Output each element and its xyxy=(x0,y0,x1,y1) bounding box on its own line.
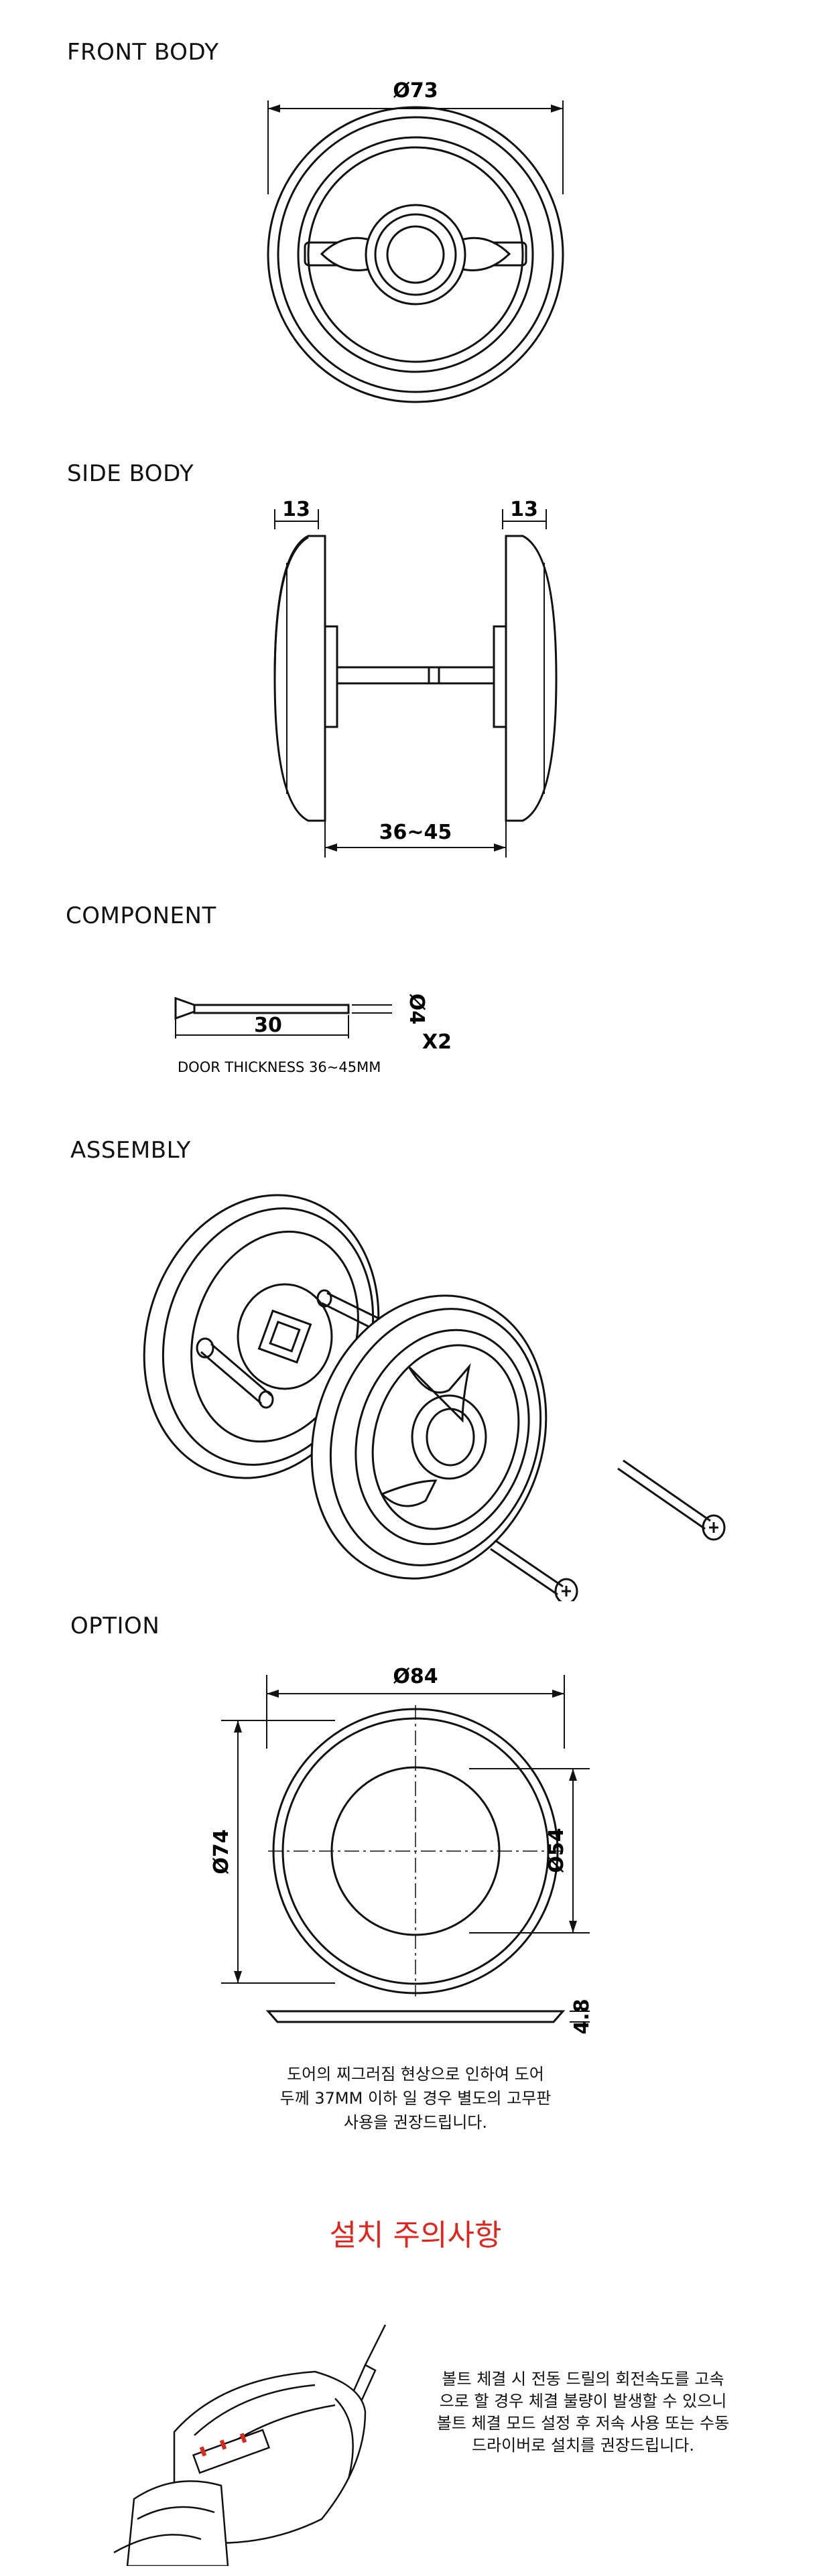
component-drawing: 30 Ø4 X2 DOOR THICKNESS 36~45MM xyxy=(174,994,452,1075)
assembly-title: ASSEMBLY xyxy=(70,1137,191,1164)
component-caption: DOOR THICKNESS 36~45MM xyxy=(178,1059,381,1075)
option-note-line: 도어의 찌그러짐 현상으로 인하여 도어 xyxy=(287,2065,544,2084)
option-note-line: 사용을 권장드립니다. xyxy=(344,2113,487,2132)
caution-text: 볼트 체결 시 전동 드릴의 회전속도를 고속 으로 할 경우 체결 불량이 발… xyxy=(402,2368,764,2457)
option-title: OPTION xyxy=(70,1613,160,1639)
option-thickness-dim: 4.8 xyxy=(570,1998,594,2034)
caution-title: 설치 주의사항 xyxy=(329,2218,502,2252)
caution-line: 드라이버로 설치를 권장드립니다. xyxy=(471,2436,694,2455)
component-diameter-label: Ø4 xyxy=(405,994,428,1024)
front-body-drawing: Ø73 xyxy=(267,79,564,403)
side-right-dim: 13 xyxy=(510,498,538,521)
option-height-dim: Ø74 xyxy=(210,1829,233,1874)
option-note: 도어의 찌그러짐 현상으로 인하여 도어 두께 37MM 이하 일 경우 별도의… xyxy=(228,2062,603,2134)
side-left-dim: 13 xyxy=(282,498,310,521)
side-body-title: SIDE BODY xyxy=(67,460,194,487)
caution-line: 볼트 체결 모드 설정 후 저속 사용 또는 수동 xyxy=(436,2414,730,2433)
assembly-drawing xyxy=(143,1194,726,1601)
component-title: COMPONENT xyxy=(66,902,216,929)
side-span-dim: 36~45 xyxy=(379,821,452,844)
component-quantity-label: X2 xyxy=(422,1030,452,1054)
caution-line: 으로 할 경우 체결 불량이 발생할 수 있으니 xyxy=(439,2392,727,2411)
front-body-title: FRONT BODY xyxy=(67,39,219,66)
option-outer-dim: Ø84 xyxy=(393,1665,438,1688)
front-diameter-label: Ø73 xyxy=(393,79,438,103)
side-body-drawing: 13 13 36~45 xyxy=(273,498,558,858)
caution-line: 볼트 체결 시 전동 드릴의 회전속도를 고속 xyxy=(442,2370,724,2388)
drill-illustration xyxy=(113,2324,387,2566)
component-length-label: 30 xyxy=(254,1014,282,1037)
option-note-line: 두께 37MM 이하 일 경우 별도의 고무판 xyxy=(279,2089,552,2108)
option-drawing: Ø84 Ø74 Ø54 4.8 xyxy=(210,1665,594,2035)
option-inner-dim: Ø54 xyxy=(545,1828,568,1873)
